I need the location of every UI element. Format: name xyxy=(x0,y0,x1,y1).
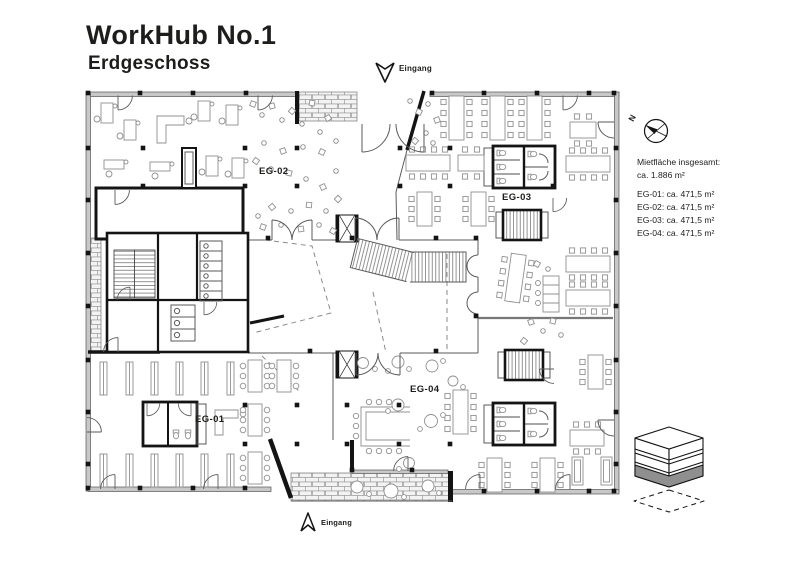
wc-block-eg03 xyxy=(484,146,555,188)
stair-eg03 xyxy=(494,208,550,242)
entrance-arrow-down-icon xyxy=(375,62,395,83)
zone-label-eg03: EG-03 xyxy=(502,192,532,203)
legend-area-eg02: EG-02: ca. 471,5 m² xyxy=(637,202,715,212)
compass-icon xyxy=(643,118,669,144)
zone-label-eg04: EG-04 xyxy=(410,384,440,395)
atrium-stair xyxy=(349,237,467,283)
zone-eg03-furniture xyxy=(406,96,610,346)
zone-label-eg01: EG-01 xyxy=(195,414,225,425)
entrance-label-bottom: Eingang xyxy=(321,518,352,527)
stair-eg04 xyxy=(496,348,552,382)
legend-total-label: Mietfläche insgesamt: xyxy=(637,157,721,167)
legend-area-eg03: EG-03: ca. 471,5 m² xyxy=(637,215,715,225)
zone-eg02-furniture xyxy=(93,98,441,236)
wc-block-eg04 xyxy=(484,403,555,445)
zone-label-eg02: EG-02 xyxy=(259,166,289,177)
doors xyxy=(86,95,615,490)
entrance-arrow-up-icon xyxy=(300,512,316,532)
legend-area-eg04: EG-04: ca. 471,5 m² xyxy=(637,228,715,238)
area-legend: Mietfläche insgesamt: ca. 1.886 m² EG-01… xyxy=(637,156,720,240)
page-subtitle: Erdgeschoss xyxy=(88,53,211,74)
page-title: WorkHub No.1 xyxy=(86,20,277,50)
floor-stack-icon xyxy=(633,426,705,513)
zone-eg01-furniture xyxy=(99,359,300,488)
entrance-label-top: Eingang xyxy=(399,64,432,73)
zone-eg04-furniture xyxy=(350,355,613,500)
legend-total-value: ca. 1.886 m² xyxy=(637,170,685,180)
void-dashed-lines xyxy=(252,239,448,393)
service-core xyxy=(94,147,250,354)
elevator-south xyxy=(335,350,359,379)
legend-area-eg01: EG-01: ca. 471,5 m² xyxy=(637,189,715,199)
